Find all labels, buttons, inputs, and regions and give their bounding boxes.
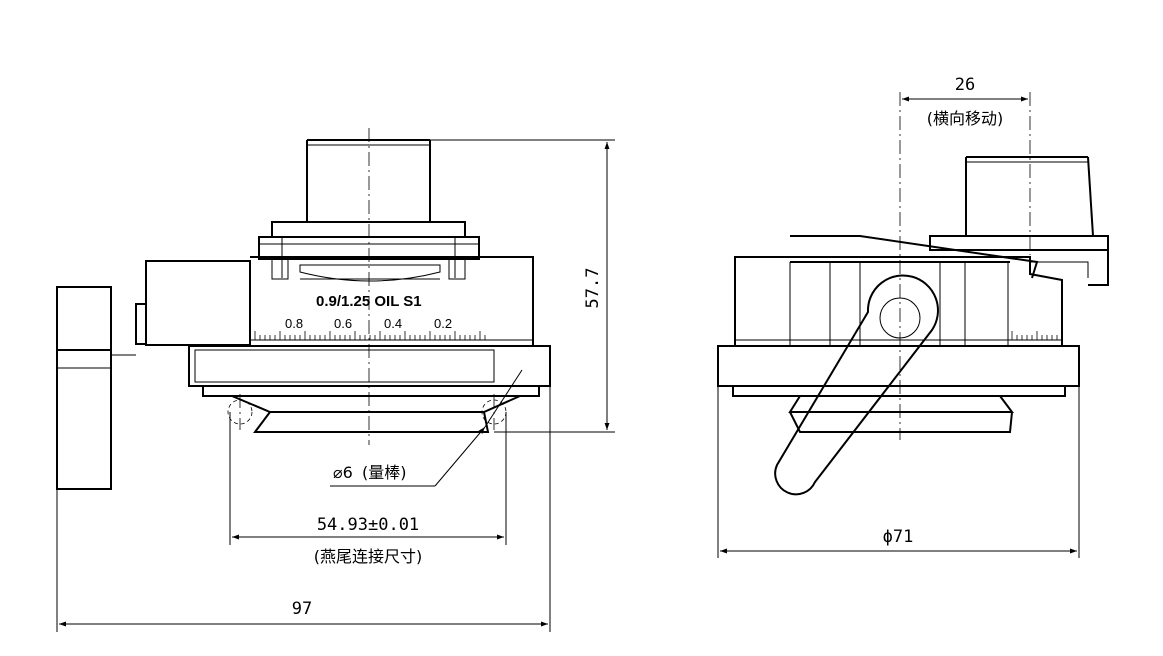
scale-label: 0.4 [384, 316, 402, 331]
travel-note: (横向移动) [927, 109, 1004, 128]
dimension-height: 57.7 [430, 139, 615, 433]
top-cylinder [271, 139, 466, 238]
dimension-width: 97 [56, 386, 551, 632]
base-flange [188, 345, 551, 397]
front-view: 0.9/1.25 OIL S1 0.8 0.6 0.4 0.2 [56, 128, 551, 490]
rod-note: (量棒) [362, 463, 407, 482]
side-knob [56, 260, 251, 490]
side-view [717, 92, 1109, 496]
dovetail-value: 54.93±0.01 [317, 515, 419, 535]
width-value: 97 [292, 599, 312, 619]
travel-value: 26 [955, 75, 975, 95]
dovetail [227, 394, 521, 433]
scale-label: 0.6 [334, 316, 352, 331]
scale-ticks [254, 331, 486, 340]
tilted-plate [790, 235, 1039, 279]
rod-value: ⌀6 [333, 463, 353, 482]
scale-label: 0.8 [285, 316, 303, 331]
lever-handle[interactable] [774, 274, 939, 496]
height-value: 57.7 [583, 268, 603, 309]
top-cylinder [929, 156, 1109, 286]
dimension-rod: ⌀6 (量棒) [330, 369, 523, 487]
dimension-dovetail: 54.93±0.01 (燕尾连接尺寸) [229, 412, 507, 566]
scale-labels: 0.8 0.6 0.4 0.2 [285, 316, 452, 331]
base-flange [717, 345, 1080, 433]
scale-ticks [1011, 331, 1058, 340]
dimension-diameter: ϕ71 [717, 386, 1080, 558]
main-housing [734, 256, 1063, 347]
dovetail-note: (燕尾连接尺寸) [314, 547, 423, 566]
diameter-value: ϕ71 [883, 527, 914, 547]
scale-label: 0.2 [434, 316, 452, 331]
dimension-travel: 26 (横向移动) [902, 75, 1028, 128]
